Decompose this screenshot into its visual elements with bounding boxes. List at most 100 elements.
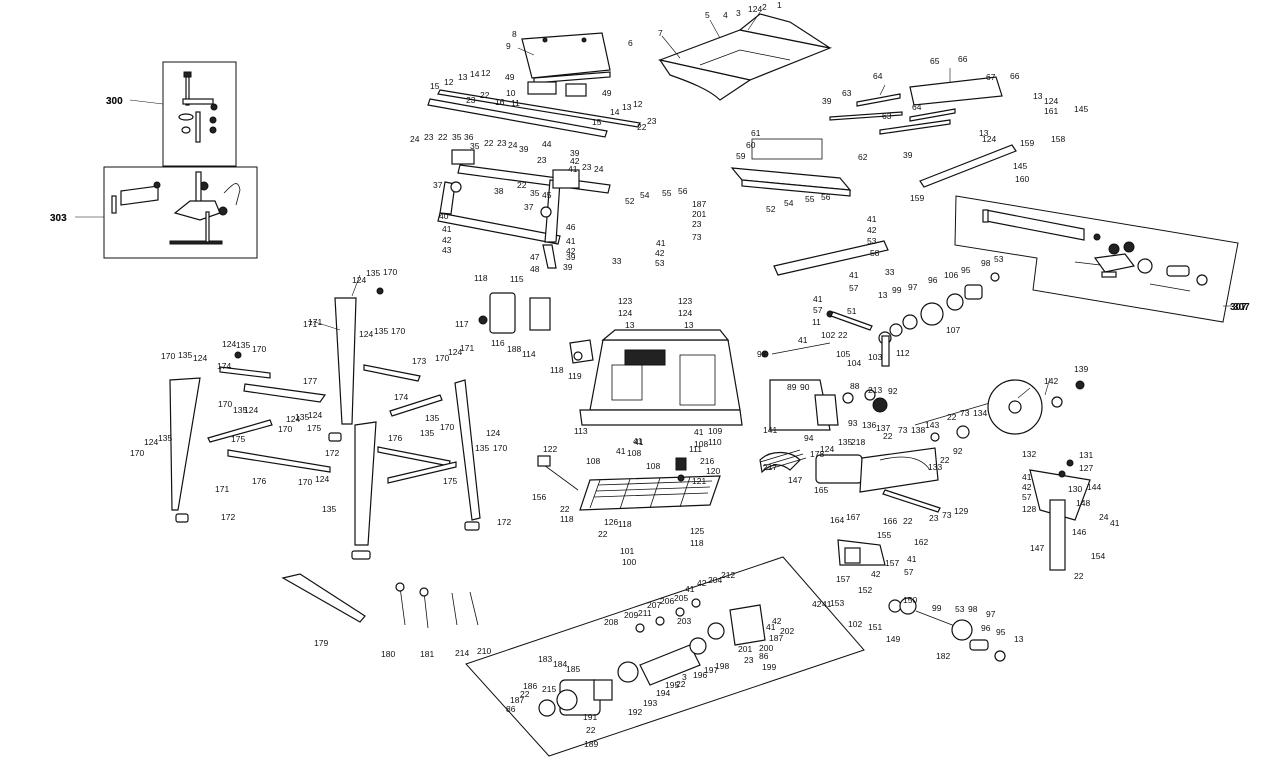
part-label-23: 23: [692, 219, 702, 229]
part-label-73: 73: [692, 232, 702, 242]
part-label-59: 59: [736, 151, 746, 161]
part-label-41: 41: [656, 238, 666, 248]
part-label-22: 22: [480, 90, 490, 100]
part-label-124: 124: [982, 134, 996, 144]
part-label-41: 41: [634, 437, 644, 447]
part-label-118: 118: [550, 365, 564, 375]
part-label-135: 135: [236, 340, 250, 350]
part-label-182: 182: [936, 651, 950, 661]
part-group-300: [178, 71, 218, 143]
part-label-6: 6: [628, 38, 633, 48]
part-label-158: 158: [1051, 134, 1065, 144]
part-label-53: 53: [994, 254, 1004, 264]
part-label-39: 39: [519, 144, 529, 154]
part-label-170: 170: [440, 422, 454, 432]
part-label-86: 86: [506, 704, 516, 714]
part-label-103: 103: [868, 352, 882, 362]
part-label-11: 11: [511, 98, 520, 108]
part-label-42: 42: [570, 156, 580, 166]
part-label-41: 41: [907, 554, 917, 564]
part-label-97: 97: [908, 282, 918, 292]
part-label-39: 39: [822, 96, 832, 106]
part-group-top-guard: [657, 13, 833, 101]
part-label-135: 135: [420, 428, 434, 438]
part-label-193: 193: [643, 698, 657, 708]
part-label-90: 90: [800, 382, 810, 392]
part-label-23: 23: [537, 155, 547, 165]
part-label-41: 41: [442, 224, 452, 234]
part-label-192: 192: [628, 707, 642, 717]
part-label-96: 96: [981, 623, 991, 633]
part-label-170: 170: [278, 424, 292, 434]
part-label-55: 55: [662, 188, 672, 198]
part-label-203: 203: [677, 616, 691, 626]
part-label-42: 42: [772, 616, 782, 626]
part-label-37: 37: [433, 180, 443, 190]
part-label-57: 57: [813, 305, 823, 315]
part-label-111: 111: [689, 444, 702, 454]
part-label-64: 64: [873, 71, 883, 81]
part-label-105: 105: [836, 349, 850, 359]
part-label-118: 118: [618, 519, 632, 529]
part-label-124: 124: [618, 308, 632, 318]
part-label-124: 124: [820, 444, 834, 454]
part-label-121: 121: [692, 476, 706, 486]
part-label-123: 123: [678, 296, 692, 306]
part-label-35: 35: [452, 132, 462, 142]
part-label-124: 124: [359, 329, 373, 339]
part-label-118: 118: [474, 273, 488, 283]
part-label-118: 118: [560, 514, 574, 524]
part-label-58: 58: [870, 248, 880, 258]
part-label-63: 63: [842, 88, 852, 98]
part-label-39: 39: [566, 252, 576, 262]
part-label-124: 124: [286, 414, 300, 424]
part-group-303: [111, 171, 241, 245]
part-label-54: 54: [640, 190, 650, 200]
part-label-10: 10: [506, 88, 516, 98]
part-label-303: 303: [50, 213, 67, 224]
part-label-207: 207: [647, 600, 661, 610]
part-label-174: 174: [394, 392, 408, 402]
part-label-39: 39: [570, 148, 580, 158]
part-label-13: 13: [684, 320, 694, 330]
part-label-117: 117: [455, 319, 469, 329]
part-label-215: 215: [542, 684, 556, 694]
part-label-120: 120: [706, 466, 720, 476]
part-label-12: 12: [481, 68, 491, 78]
part-label-149: 149: [886, 634, 900, 644]
part-label-12: 12: [633, 99, 643, 109]
part-label-1: 1: [777, 0, 782, 10]
part-label-23: 23: [929, 513, 939, 523]
part-label-124: 124: [748, 4, 762, 14]
part-label-13: 13: [979, 128, 989, 138]
part-label-170: 170: [218, 399, 232, 409]
part-label-41: 41: [633, 436, 643, 446]
part-label-172: 172: [221, 512, 235, 522]
part-label-42: 42: [655, 248, 665, 258]
part-label-148: 148: [1076, 498, 1090, 508]
part-label-201: 201: [692, 209, 706, 219]
part-label-119: 119: [568, 371, 582, 381]
part-label-129: 129: [954, 506, 968, 516]
part-label-41: 41: [813, 294, 823, 304]
part-label-170: 170: [435, 353, 449, 363]
part-label-124: 124: [315, 474, 329, 484]
part-label-211: 211: [638, 608, 652, 618]
part-label-157: 157: [836, 574, 850, 584]
part-label-49: 49: [602, 88, 612, 98]
part-label-136: 136: [862, 420, 876, 430]
part-label-171: 171: [215, 484, 229, 494]
part-label-166: 166: [883, 516, 897, 526]
part-label-12: 12: [444, 77, 454, 87]
part-label-175: 175: [307, 423, 321, 433]
part-label-61: 61: [751, 128, 761, 138]
part-label-172: 172: [497, 517, 511, 527]
part-label-22: 22: [586, 725, 596, 735]
part-label-110: 110: [708, 437, 722, 447]
part-label-141: 141: [763, 425, 777, 435]
part-label-145: 145: [1074, 104, 1088, 114]
part-label-216: 216: [700, 456, 714, 466]
part-label-22: 22: [637, 122, 647, 132]
part-group-bracket: [478, 292, 594, 364]
part-label-54: 54: [784, 198, 794, 208]
